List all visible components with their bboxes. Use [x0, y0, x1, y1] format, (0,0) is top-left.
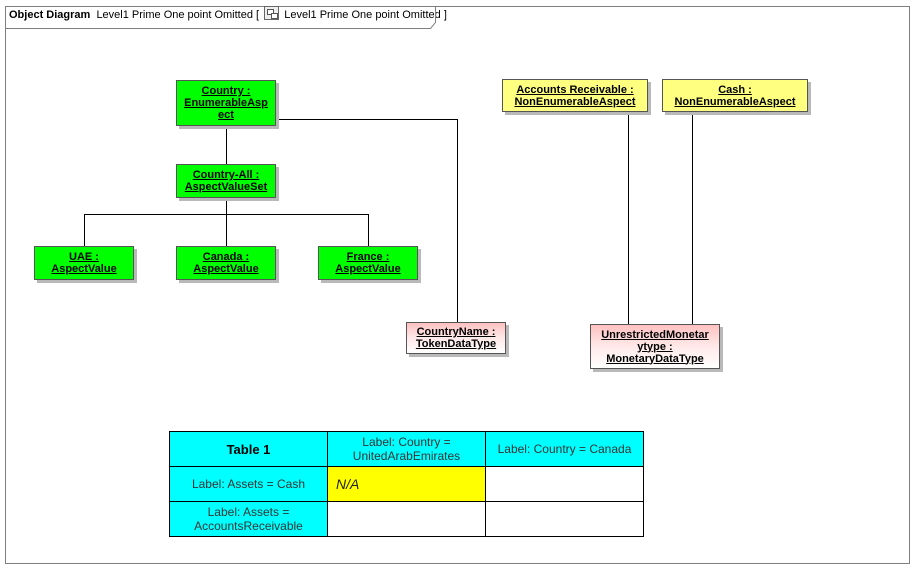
node-line: Country-All : [192, 169, 260, 181]
table-title-cell: Table 1 [169, 431, 328, 467]
node-line: Canada : [202, 251, 250, 263]
node-line: AspectValue [51, 263, 117, 275]
node-line: AspectValue [193, 263, 259, 275]
cell-cash-uae[interactable]: N/A [327, 466, 486, 502]
cell-ar-canada[interactable] [485, 501, 644, 537]
column-header-canada: Label: Country = Canada [485, 431, 644, 467]
diagram-ref-name: Level1 Prime One point Omitted [284, 9, 441, 21]
cash-node[interactable]: Cash : NonEnumerableAspect [662, 79, 808, 112]
canada-aspect-value-node[interactable]: Canada : AspectValue [176, 246, 276, 280]
node-line: AspectValue [335, 263, 401, 275]
table-row: Table 1 Label: Country = UnitedArabEmira… [169, 431, 644, 467]
diagram-name: Level1 Prime One point Omitted [96, 9, 253, 21]
row-header-accounts-receivable: Label: Assets = AccountsReceivable [169, 501, 328, 537]
node-line: Accounts Receivable : [516, 83, 634, 96]
table-row: Label: Assets = AccountsReceivable [169, 501, 644, 537]
row-header-cash: Label: Assets = Cash [169, 466, 328, 502]
node-line: UAE : [69, 251, 99, 263]
diagram-type-label: Object Diagram [9, 9, 91, 21]
node-line: MonetaryDataType [606, 352, 704, 365]
node-line: NonEnumerableAspect [674, 95, 796, 108]
column-header-uae: Label: Country = UnitedArabEmirates [327, 431, 486, 467]
country-enumerable-aspect-node[interactable]: Country : EnumerableAsp ect [176, 80, 276, 126]
country-name-token-data-type-node[interactable]: CountryName : TokenDataType [406, 322, 506, 354]
uae-aspect-value-node[interactable]: UAE : AspectValue [34, 246, 134, 280]
connector-country-all-branches [84, 214, 369, 246]
node-line: Country : [201, 85, 251, 97]
cell-cash-canada[interactable] [485, 466, 644, 502]
node-line: ect [218, 109, 234, 121]
connector-country-to-countryname [276, 119, 458, 322]
open-bracket: [ [256, 9, 260, 21]
close-bracket: ] [443, 9, 447, 21]
node-line: CountryName : [416, 326, 496, 338]
accounts-receivable-node[interactable]: Accounts Receivable : NonEnumerableAspec… [502, 79, 648, 112]
node-line: Cash : [718, 83, 752, 96]
cell-ar-uae[interactable] [327, 501, 486, 537]
node-line: TokenDataType [415, 338, 497, 350]
node-line: ytype : [637, 340, 673, 353]
table-row: Label: Assets = Cash N/A [169, 466, 644, 502]
france-aspect-value-node[interactable]: France : AspectValue [318, 246, 418, 280]
title-tab-outline [5, 6, 436, 29]
unrestricted-monetary-type-node[interactable]: UnrestrictedMonetar ytype : MonetaryData… [590, 324, 720, 369]
node-line: EnumerableAsp [184, 97, 268, 109]
node-line: France : [346, 251, 390, 263]
node-line: UnrestrictedMonetar [601, 328, 709, 341]
node-line: AspectValueSet [184, 181, 268, 193]
diagram-title-tab[interactable]: Object Diagram Level1 Prime One point Om… [5, 6, 447, 29]
table-1[interactable]: Table 1 Label: Country = UnitedArabEmira… [169, 431, 644, 537]
node-line: NonEnumerableAspect [514, 95, 636, 108]
country-all-aspect-value-set-node[interactable]: Country-All : AspectValueSet [176, 164, 276, 198]
diagram-ref-icon [264, 6, 280, 20]
